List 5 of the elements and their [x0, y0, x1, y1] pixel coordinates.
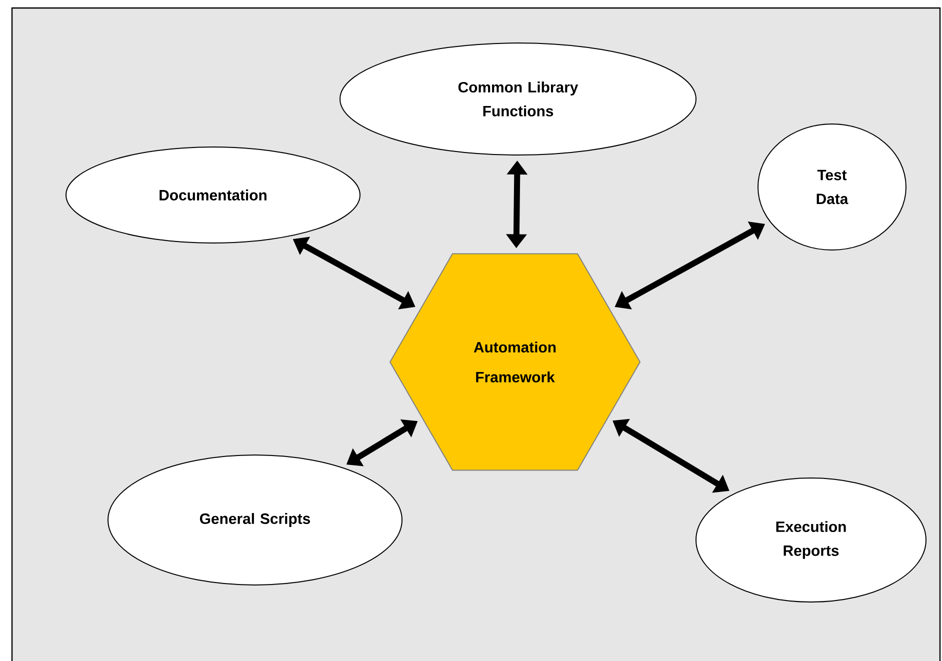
ellipse-node: General Scripts [108, 454, 402, 586]
ellipse-node: Documentation [66, 146, 360, 244]
ellipse-node: Common Library Functions [340, 42, 696, 156]
ellipse-node: Test Data [758, 124, 906, 250]
ellipse-node: Execution Reports [696, 478, 926, 602]
